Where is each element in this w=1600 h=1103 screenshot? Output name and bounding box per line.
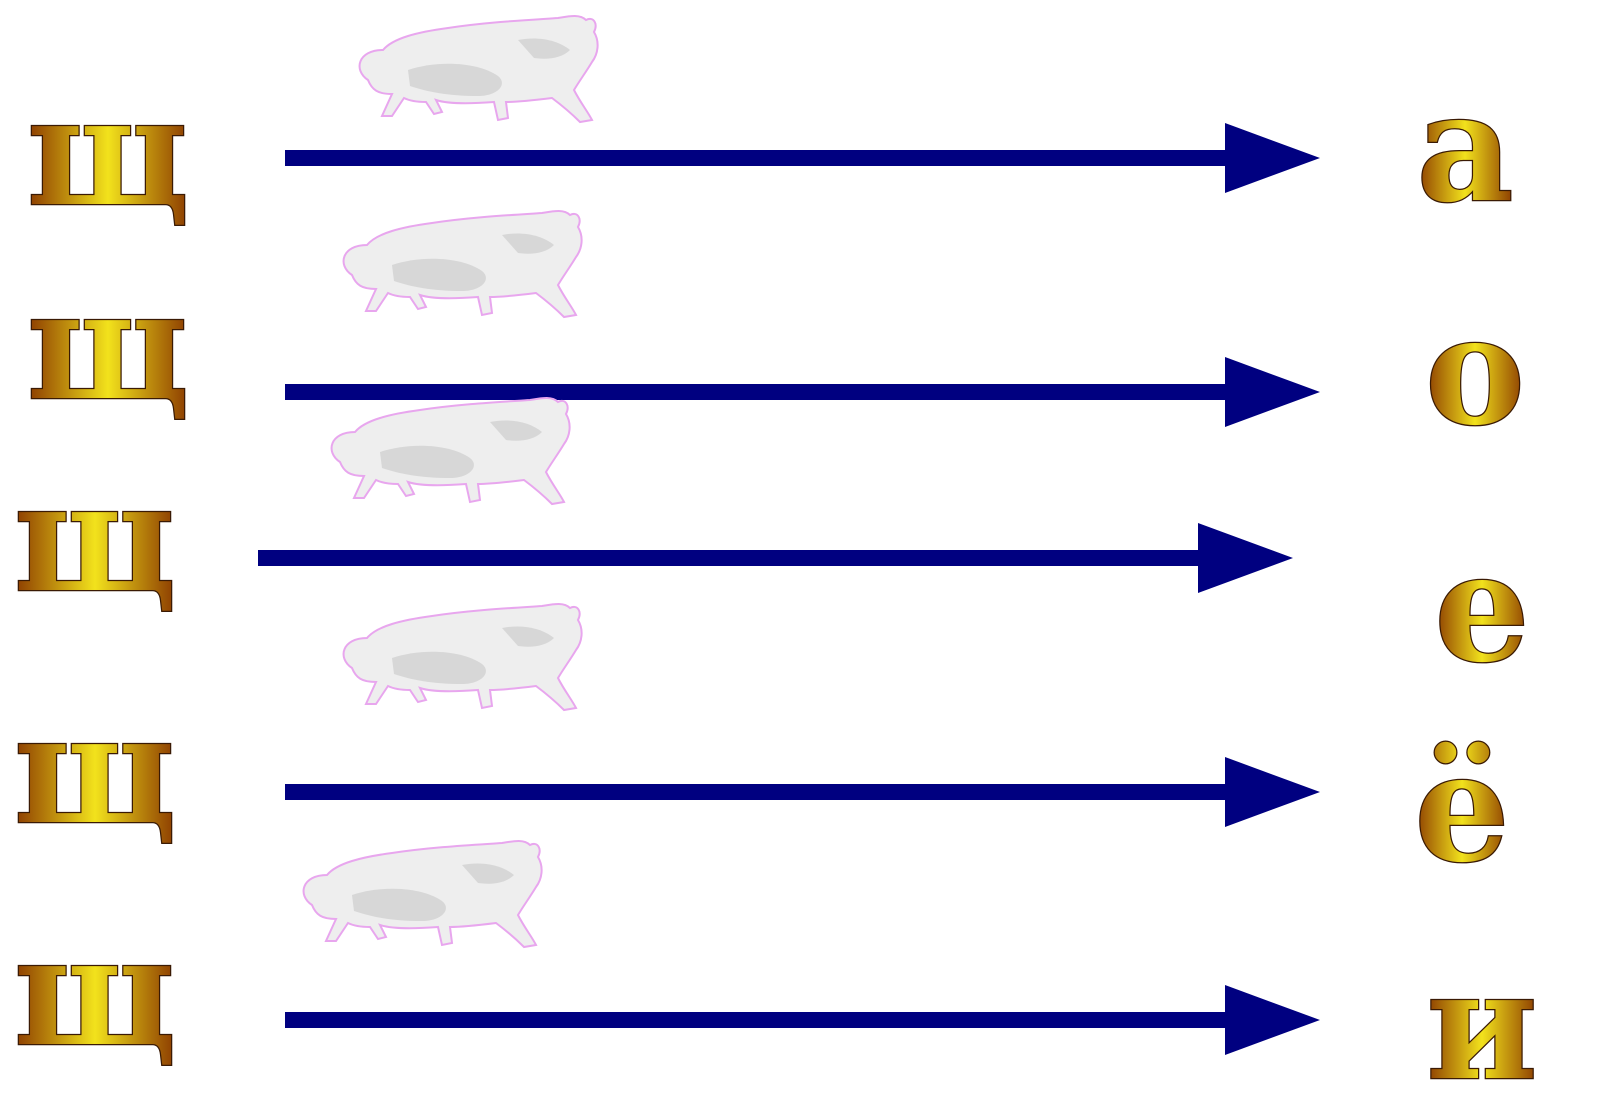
white-cat-icon: [344, 211, 582, 317]
arrow-head: [1198, 523, 1293, 593]
arrow-head: [1225, 757, 1320, 827]
right-letter: е: [1434, 520, 1529, 696]
syllable-row: щ и: [14, 841, 1538, 1103]
white-cat-icon: [304, 841, 542, 947]
white-cat-icon: [344, 604, 582, 710]
right-letter: ё: [1414, 720, 1509, 896]
left-letter: щ: [27, 258, 189, 434]
syllable-row: щ е: [14, 398, 1530, 696]
syllable-row: щ а: [27, 16, 1514, 240]
right-letter: о: [1425, 283, 1525, 459]
white-cat-icon: [332, 398, 570, 504]
arrow-head: [1225, 985, 1320, 1055]
left-letter: щ: [14, 450, 176, 626]
syllable-row: щ ё: [14, 604, 1510, 896]
arrow-head: [1225, 123, 1320, 193]
right-letter: а: [1416, 60, 1513, 236]
white-cat-icon: [360, 16, 598, 122]
left-letter: щ: [27, 64, 189, 240]
syllable-row: щ о: [27, 211, 1525, 459]
left-letter: щ: [14, 682, 176, 858]
arrow-head: [1225, 357, 1320, 427]
left-letter: щ: [14, 904, 176, 1080]
right-letter: и: [1426, 938, 1537, 1103]
